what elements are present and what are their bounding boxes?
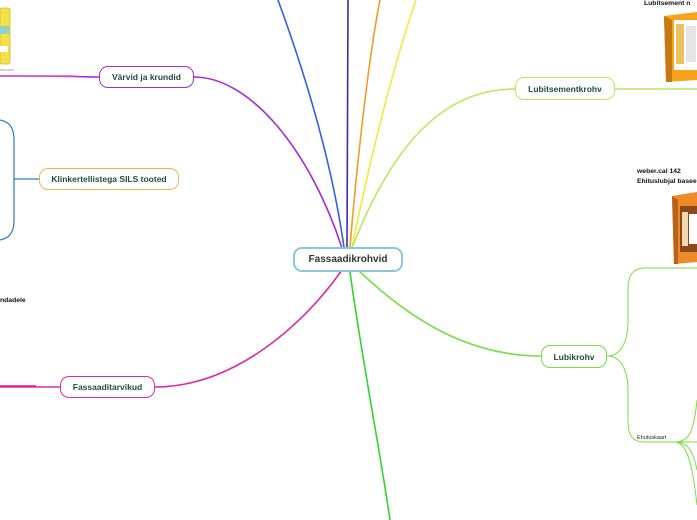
branch-lubikrohv[interactable]: Lubikrohv: [541, 345, 607, 368]
label-ehitusaasta: Ehutuskaart: [637, 435, 667, 441]
connector-lubikrohv-sub3: [674, 441, 697, 506]
yellow-bucket-image: [0, 7, 14, 71]
connector-lubikrohv: [357, 269, 542, 357]
connector-lubikrohv-down: [606, 355, 697, 443]
connector-lubikrohv-sub: [674, 399, 697, 443]
connector-lubitsement: [351, 88, 516, 249]
connector-orange-up: [349, 0, 381, 248]
weber-cal-bag-image: [672, 192, 697, 264]
central-node[interactable]: Fassaadikrohvid: [293, 247, 403, 272]
connector-varvid: [193, 76, 343, 249]
klinker-frame: [0, 119, 15, 241]
connector-green-down: [349, 271, 391, 520]
label-weber-title: weber.cal 142: [637, 168, 681, 175]
connector-navy-up: [346, 0, 349, 248]
label-weber-subtitle: Ehituslubjal basee: [637, 178, 697, 185]
connector-yellow-up: [351, 0, 417, 248]
branch-varvid-ja-krundid[interactable]: Värvid ja krundid: [99, 66, 194, 88]
branch-lubitsementkrohv[interactable]: Lubitsementkrohv: [515, 77, 615, 100]
branch-fassaaditarvikud[interactable]: Fassaaditarvikud: [60, 376, 155, 398]
connector-fassaad: [154, 269, 343, 388]
connector-lubikrohv-up: [606, 267, 697, 357]
branch-klinkertellistega-sils[interactable]: Klinkertellistega SILS tooted: [39, 168, 179, 190]
connector-blue-up: [277, 0, 345, 248]
lubitsement-bag-image: [664, 12, 697, 82]
label-lubitsement-top: Lubitsement n: [644, 0, 691, 7]
connector-lubikrohv-sub2: [674, 441, 697, 471]
label-left-fragment: ndadele: [0, 297, 26, 304]
